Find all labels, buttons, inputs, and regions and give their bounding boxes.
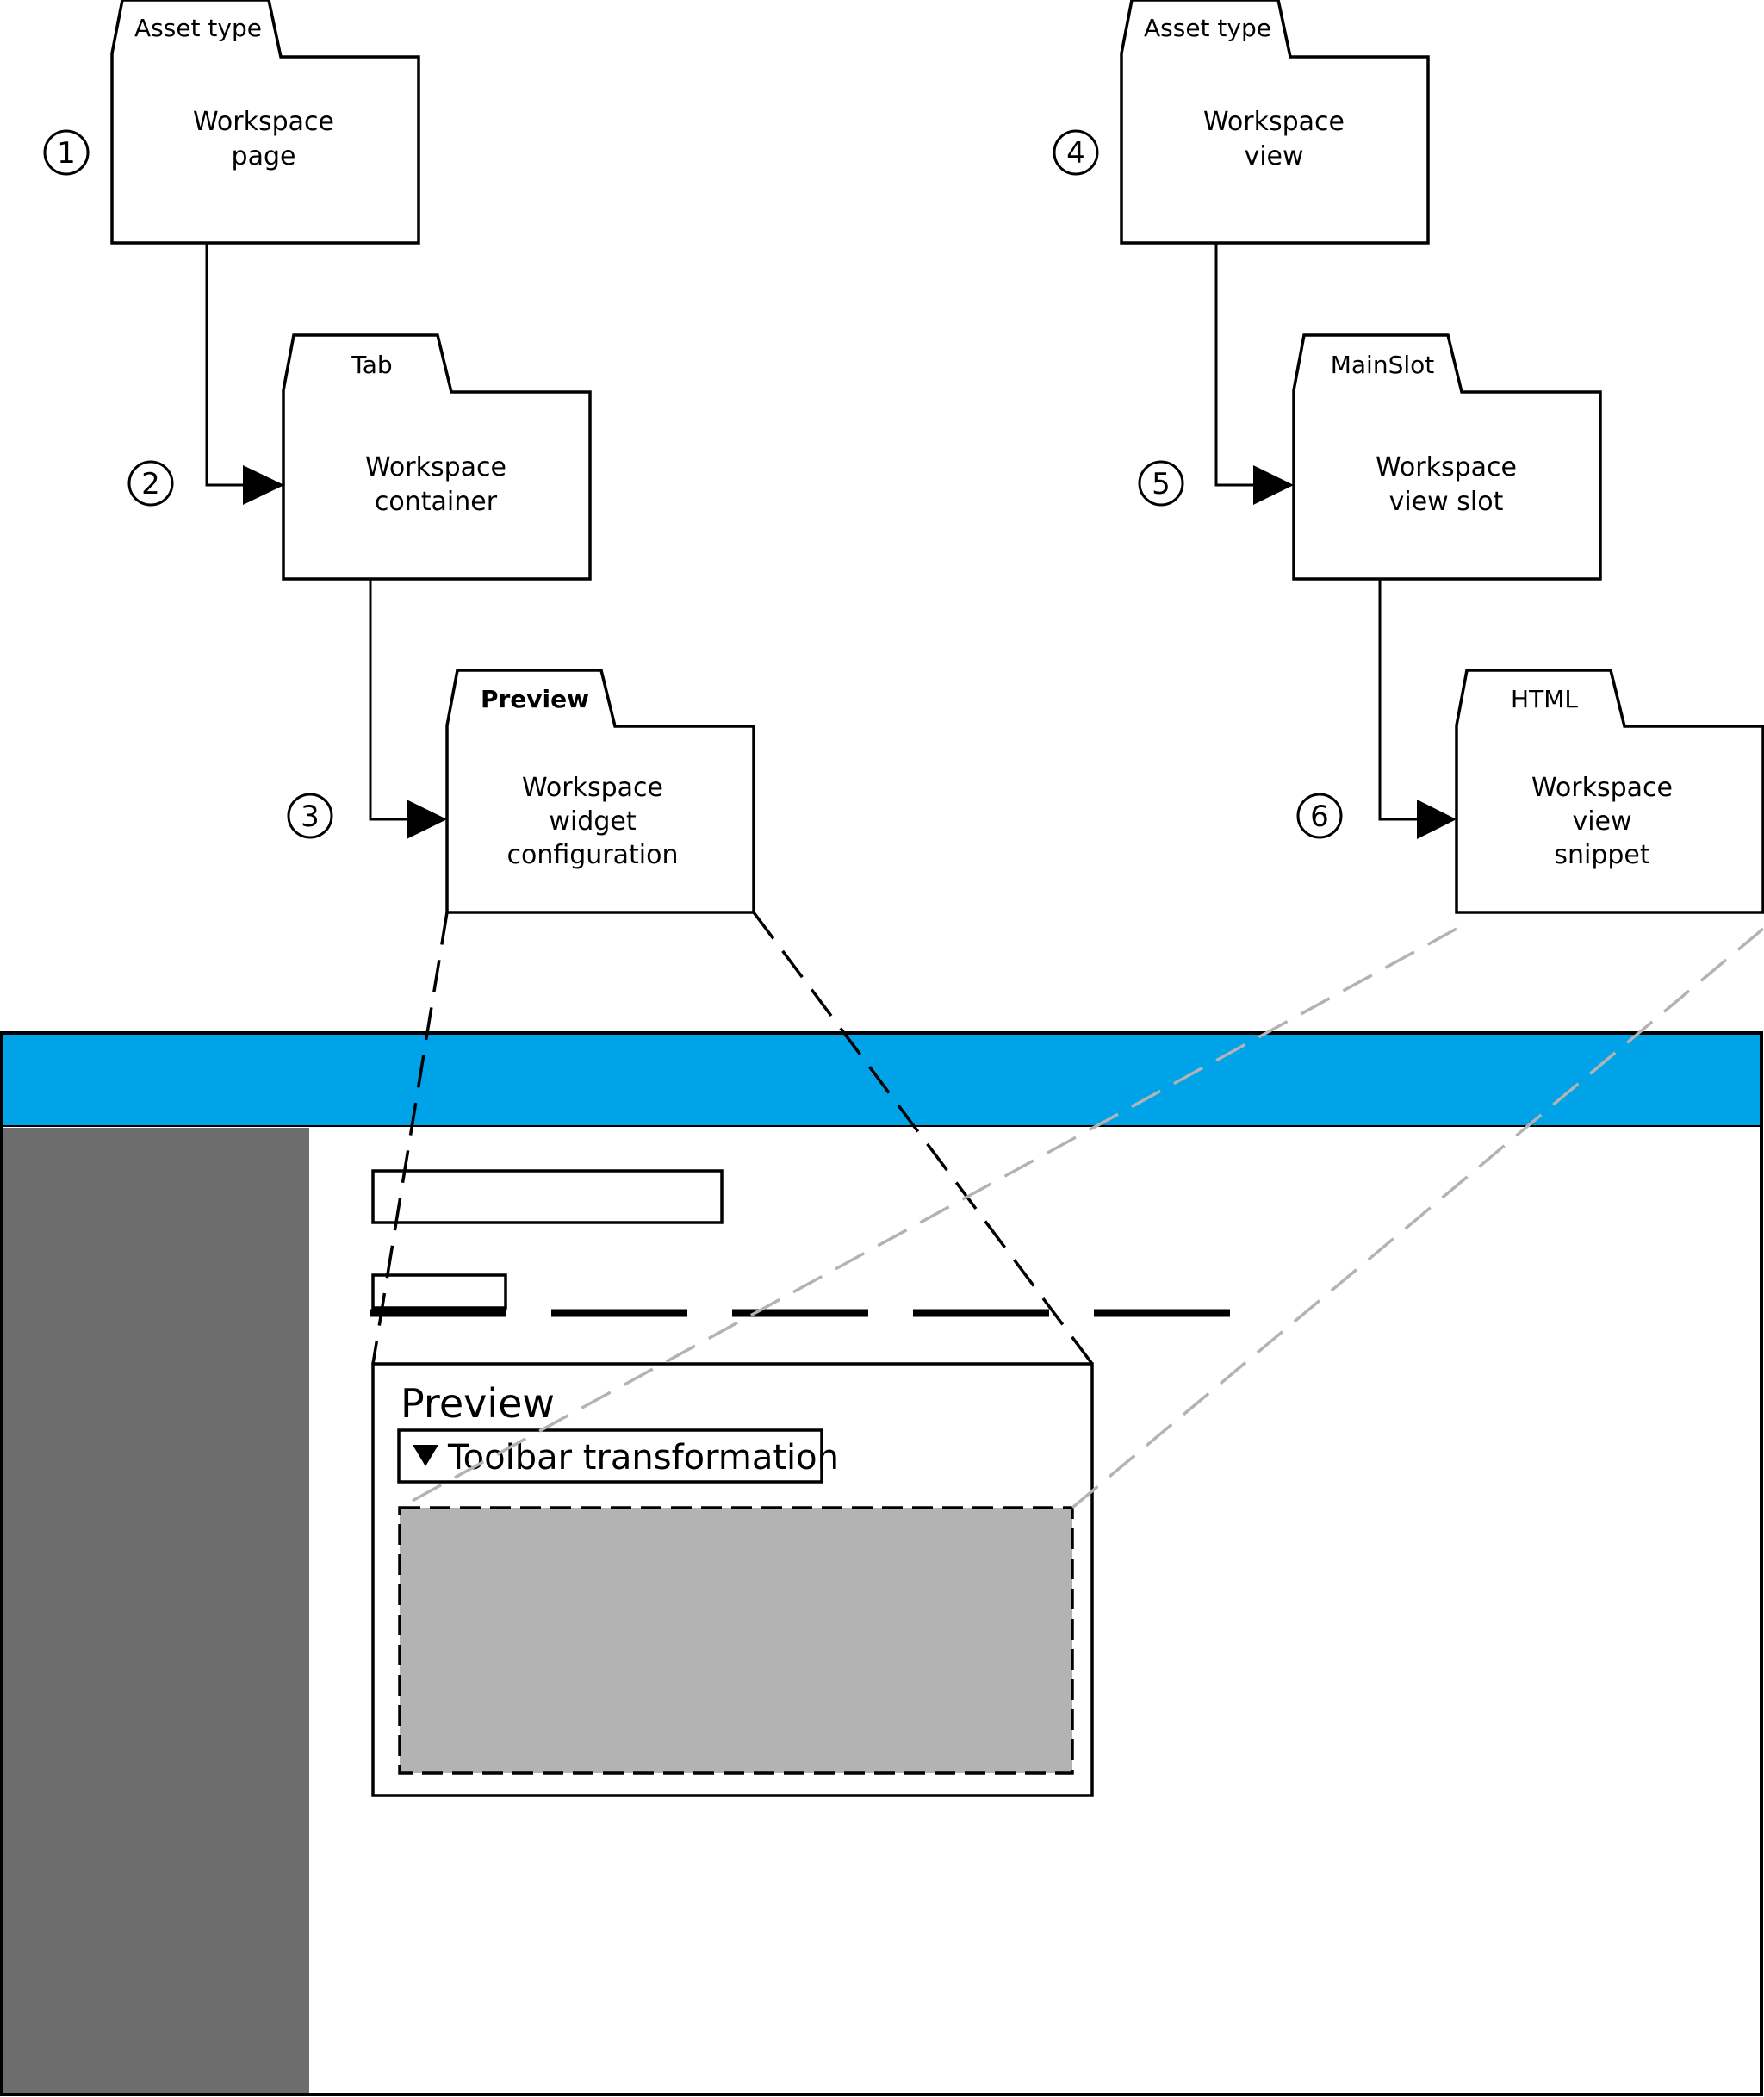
- toolbar-transformation-label: Toolbar transformation: [447, 1438, 839, 1478]
- folder-4-label-line-2: view: [1244, 141, 1303, 171]
- folder-6-label-line-3: snippet: [1554, 840, 1650, 870]
- folder-4-label-line-1: Workspace: [1203, 107, 1345, 137]
- folder-2-label-line-1: Workspace: [365, 452, 506, 482]
- connector-2-3: [369, 579, 447, 839]
- folder-1-tab-label: Asset type: [134, 14, 262, 42]
- step-number-4: 4: [1066, 136, 1085, 171]
- mockup-header-bar: [3, 1035, 1760, 1126]
- folder-3-label-line-2: widget: [549, 806, 636, 837]
- step-badge-6: 6: [1296, 793, 1343, 839]
- folder-6-label-line-2: view: [1572, 806, 1631, 837]
- folder-workspace-container: Tab Workspace container: [282, 333, 592, 581]
- step-badge-5: 5: [1138, 460, 1184, 507]
- folder-workspace-view: Asset type Workspace view: [1120, 0, 1430, 245]
- step-number-5: 5: [1152, 467, 1171, 501]
- folder-4-tab-label: Asset type: [1144, 14, 1271, 42]
- step-number-1: 1: [57, 136, 76, 171]
- folder-3-tab-label: Preview: [481, 685, 589, 713]
- folder-5-label-line-2: view slot: [1389, 487, 1504, 517]
- preview-panel-title: Preview: [401, 1380, 555, 1427]
- connector-5-6: [1378, 579, 1457, 839]
- folder-2-label-line-2: container: [375, 487, 498, 517]
- step-badge-4: 4: [1053, 129, 1099, 176]
- folder-workspace-view-snippet: HTML Workspace view snippet: [1455, 669, 1764, 914]
- step-badge-2: 2: [127, 460, 174, 507]
- folder-5-label-line-1: Workspace: [1376, 452, 1517, 482]
- folder-6-label-line-1: Workspace: [1531, 773, 1673, 803]
- mockup-sidebar: [3, 1128, 309, 2093]
- step-number-6: 6: [1310, 800, 1329, 834]
- mockup-title-field: [371, 1169, 724, 1224]
- folder-3-label-line-1: Workspace: [522, 773, 663, 803]
- ui-mockup-window: Preview Toolbar transformation: [0, 1031, 1763, 2096]
- folder-6-tab-label: HTML: [1511, 685, 1578, 713]
- folder-workspace-view-slot: MainSlot Workspace view slot: [1292, 333, 1602, 581]
- folder-5-tab-label: MainSlot: [1331, 351, 1435, 379]
- step-badge-1: 1: [43, 129, 90, 176]
- step-badge-3: 3: [287, 793, 333, 839]
- step-number-3: 3: [301, 800, 320, 834]
- connector-1-2: [205, 243, 284, 505]
- connector-4-5: [1214, 243, 1294, 505]
- folder-1-label-line-1: Workspace: [193, 107, 334, 137]
- folder-workspace-widget-configuration: Preview Workspace widget configuration: [445, 669, 755, 914]
- mockup-tab-selected: [371, 1273, 507, 1310]
- folder-3-label-line-3: configuration: [507, 840, 679, 870]
- callout-lines-widget-configuration: [371, 911, 1094, 1366]
- widget-preview-area: [398, 1506, 1074, 1775]
- callout-lines-view-snippet: [399, 927, 1764, 1509]
- folder-2-tab-label: Tab: [351, 351, 392, 379]
- triangle-down-icon: [413, 1445, 438, 1466]
- toolbar-transformation-dropdown[interactable]: Toolbar transformation: [397, 1428, 839, 1484]
- folder-workspace-page: Asset type Workspace page: [110, 0, 420, 245]
- step-number-2: 2: [141, 467, 160, 501]
- folder-1-label-line-2: page: [232, 141, 296, 171]
